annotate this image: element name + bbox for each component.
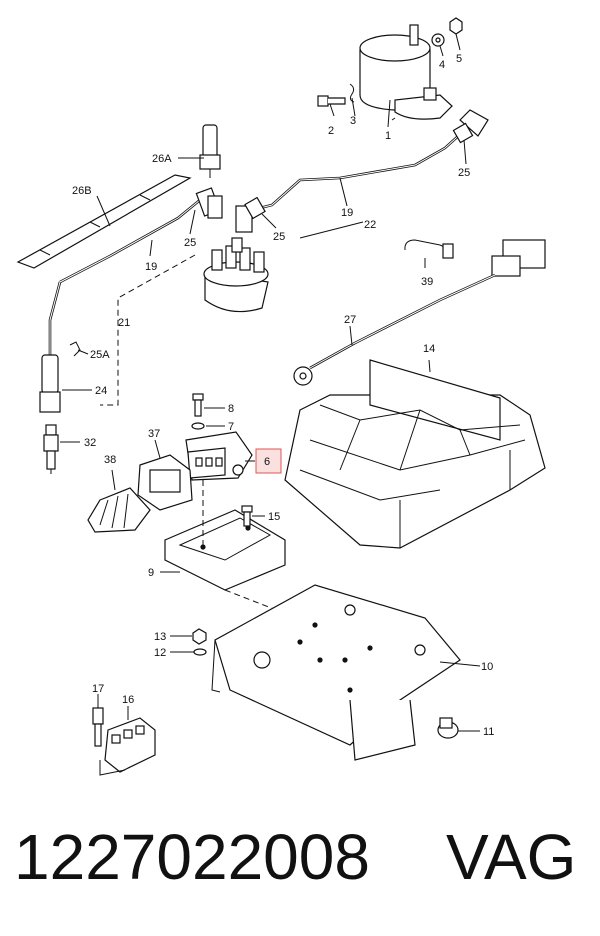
clip [349,83,355,103]
brand-name: VAG [446,821,577,893]
fuse-pin [92,707,104,747]
callout-13: 13 [154,631,166,643]
spark-plug-connector [199,124,221,178]
knock-sensor [293,366,313,386]
callout-4: 4 [439,59,445,71]
callout-26B: 26B [72,185,92,197]
callout-11: 11 [483,726,494,738]
exploded-parts-diagram: 1 2 3 4 5 6 7 8 9 10 11 12 13 14 15 16 1… [16,17,546,776]
callout-10: 10 [481,661,493,673]
fuse-holder [99,717,156,776]
screw [241,505,253,527]
callout-22: 22 [364,219,376,231]
callout-1: 1 [385,130,391,142]
nut [449,17,463,35]
module-connector [137,454,193,511]
callout-17: 17 [92,683,104,695]
leader-lines [60,33,481,732]
distributor-cap [203,237,269,313]
callout-25A: 25A [90,349,110,361]
oxygen-sensor [43,424,59,474]
callout-25-coil: 25 [458,167,470,179]
callout-32: 32 [84,437,96,449]
part-number: 1227022008 [14,821,370,893]
callout-8: 8 [228,403,234,415]
ht-lead-coil [259,119,477,210]
distributor-lead-boot [235,196,266,233]
callout-19-upper: 19 [341,207,353,219]
coil-lead-boot [452,109,489,144]
sensor-lead [48,281,62,360]
callout-24: 24 [95,385,107,397]
callout-38: 38 [104,454,116,466]
callout-15: 15 [268,511,280,523]
grommet [437,717,459,739]
callout-19-lower: 19 [145,261,157,273]
washer [191,422,205,430]
callout-39: 39 [421,276,433,288]
callout-25-dist: 25 [273,231,285,243]
callout-7: 7 [228,421,234,433]
knock-sensor-lead [309,273,496,370]
cable-tie [404,239,447,255]
plug-lead-boot [195,187,223,219]
callout-37: 37 [148,428,160,440]
callout-12: 12 [154,647,166,659]
callout-26A: 26A [152,153,172,165]
lead-guide-strip [16,174,192,269]
callout-27: 27 [344,314,356,326]
mounting-plate [211,584,461,761]
control-unit [284,359,546,549]
washer [193,648,207,656]
callout-9: 9 [148,567,154,579]
harness-connector [491,239,546,277]
sensor-connector [39,354,61,413]
callout-14: 14 [423,343,435,355]
callout-21: 21 [118,317,130,329]
bolt [317,95,346,107]
callout-6: 6 [264,456,270,468]
ignition-coil [359,24,453,121]
callout-labels: 1 2 3 4 5 6 7 8 9 10 11 12 13 14 15 16 1… [72,53,494,738]
ignition-module [185,431,253,481]
lead-clip [69,341,81,357]
connector-boot [87,487,151,533]
callout-2: 2 [328,125,334,137]
callout-5: 5 [456,53,462,65]
callout-3: 3 [350,115,356,127]
callout-16: 16 [122,694,134,706]
screw [192,393,204,417]
highlight-box [255,448,282,474]
footer: 1227022008 VAG [0,806,600,936]
callout-25-lead: 25 [184,237,196,249]
nut [192,628,207,645]
module-bracket [164,509,286,591]
